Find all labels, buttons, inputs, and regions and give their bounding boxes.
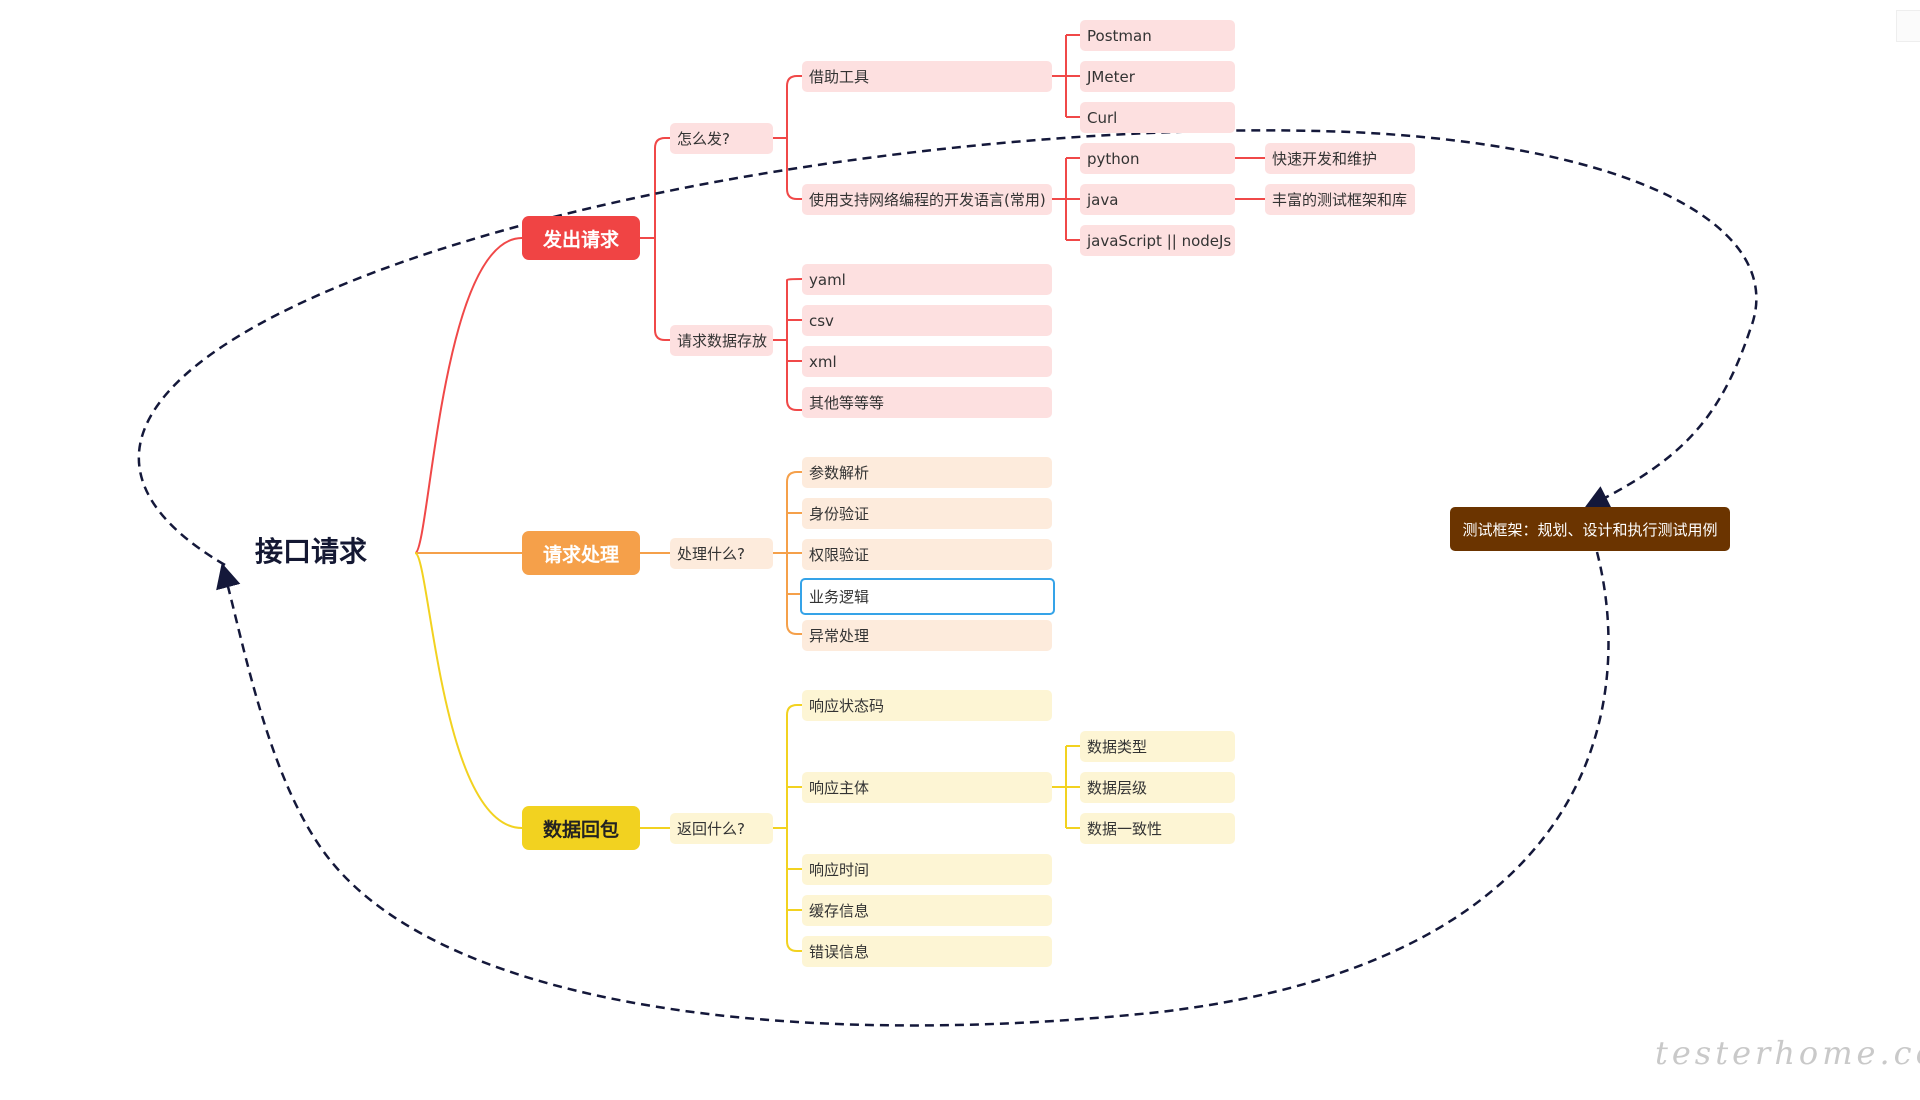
node-storage-csv[interactable]: csv — [802, 305, 1052, 336]
connector-send-storage — [654, 238, 670, 341]
connector-root-response — [414, 552, 523, 829]
connector-return-items — [773, 704, 802, 952]
node-lang-python[interactable]: python — [1080, 143, 1235, 174]
node-data-type[interactable]: 数据类型 — [1080, 731, 1235, 762]
watermark: testerhome.com — [1655, 1034, 1920, 1072]
connector-tools-items — [1052, 34, 1080, 118]
node-tool-curl[interactable]: Curl — [1080, 102, 1235, 133]
node-tool-postman[interactable]: Postman — [1080, 20, 1235, 51]
node-note-fast-dev[interactable]: 快速开发和维护 — [1265, 143, 1415, 174]
node-storage-other[interactable]: 其他等等等 — [802, 387, 1052, 418]
node-param-parsing[interactable]: 参数解析 — [802, 457, 1052, 488]
node-data-consistency[interactable]: 数据一致性 — [1080, 813, 1235, 844]
corner-tab — [1896, 10, 1920, 42]
node-response-time[interactable]: 响应时间 — [802, 854, 1052, 885]
connector-what-items — [773, 471, 802, 635]
node-error-info[interactable]: 错误信息 — [802, 936, 1052, 967]
node-lang-java[interactable]: java — [1080, 184, 1235, 215]
cycle-arrow-top — [137, 129, 1758, 567]
node-lang-javascript-nodejs[interactable]: javaScript || nodeJs — [1080, 225, 1235, 256]
node-response-body[interactable]: 响应主体 — [802, 772, 1052, 803]
node-how-to-send[interactable]: 怎么发? — [670, 123, 773, 154]
connector-lang-items — [1052, 157, 1080, 241]
node-request-data-storage[interactable]: 请求数据存放 — [670, 325, 773, 356]
node-test-framework[interactable]: 测试框架：规划、设计和执行测试用例 — [1450, 507, 1730, 551]
branch-request-processing[interactable]: 请求处理 — [522, 531, 640, 575]
branch-data-response[interactable]: 数据回包 — [522, 806, 640, 850]
connector-body-children — [1052, 745, 1080, 829]
node-business-logic[interactable]: 业务逻辑 — [800, 578, 1055, 615]
node-storage-xml[interactable]: xml — [802, 346, 1052, 377]
node-programming-language[interactable]: 使用支持网络编程的开发语言(常用) — [802, 184, 1052, 215]
node-data-hierarchy[interactable]: 数据层级 — [1080, 772, 1235, 803]
node-cache-info[interactable]: 缓存信息 — [802, 895, 1052, 926]
connector-lang-notes — [1235, 157, 1265, 200]
branch-send-request[interactable]: 发出请求 — [522, 216, 640, 260]
connector-how-tools — [773, 75, 802, 139]
node-authentication[interactable]: 身份验证 — [802, 498, 1052, 529]
connector-how-lang — [786, 138, 802, 200]
connector-send-how — [640, 137, 670, 239]
node-exception-handling[interactable]: 异常处理 — [802, 620, 1052, 651]
node-what-to-process[interactable]: 处理什么? — [670, 538, 773, 569]
node-use-tools[interactable]: 借助工具 — [802, 61, 1052, 92]
node-authorization[interactable]: 权限验证 — [802, 539, 1052, 570]
node-storage-yaml[interactable]: yaml — [802, 264, 1052, 295]
node-status-code[interactable]: 响应状态码 — [802, 690, 1052, 721]
node-tool-jmeter[interactable]: JMeter — [1080, 61, 1235, 92]
node-what-to-return[interactable]: 返回什么? — [670, 813, 773, 844]
connector-storage-items — [773, 278, 803, 411]
cycle-arrow-bottom — [216, 551, 1610, 1027]
root-node[interactable]: 接口请求 — [255, 535, 368, 568]
node-note-rich-frameworks[interactable]: 丰富的测试框架和库 — [1265, 184, 1415, 215]
connector-root-send — [414, 237, 523, 554]
